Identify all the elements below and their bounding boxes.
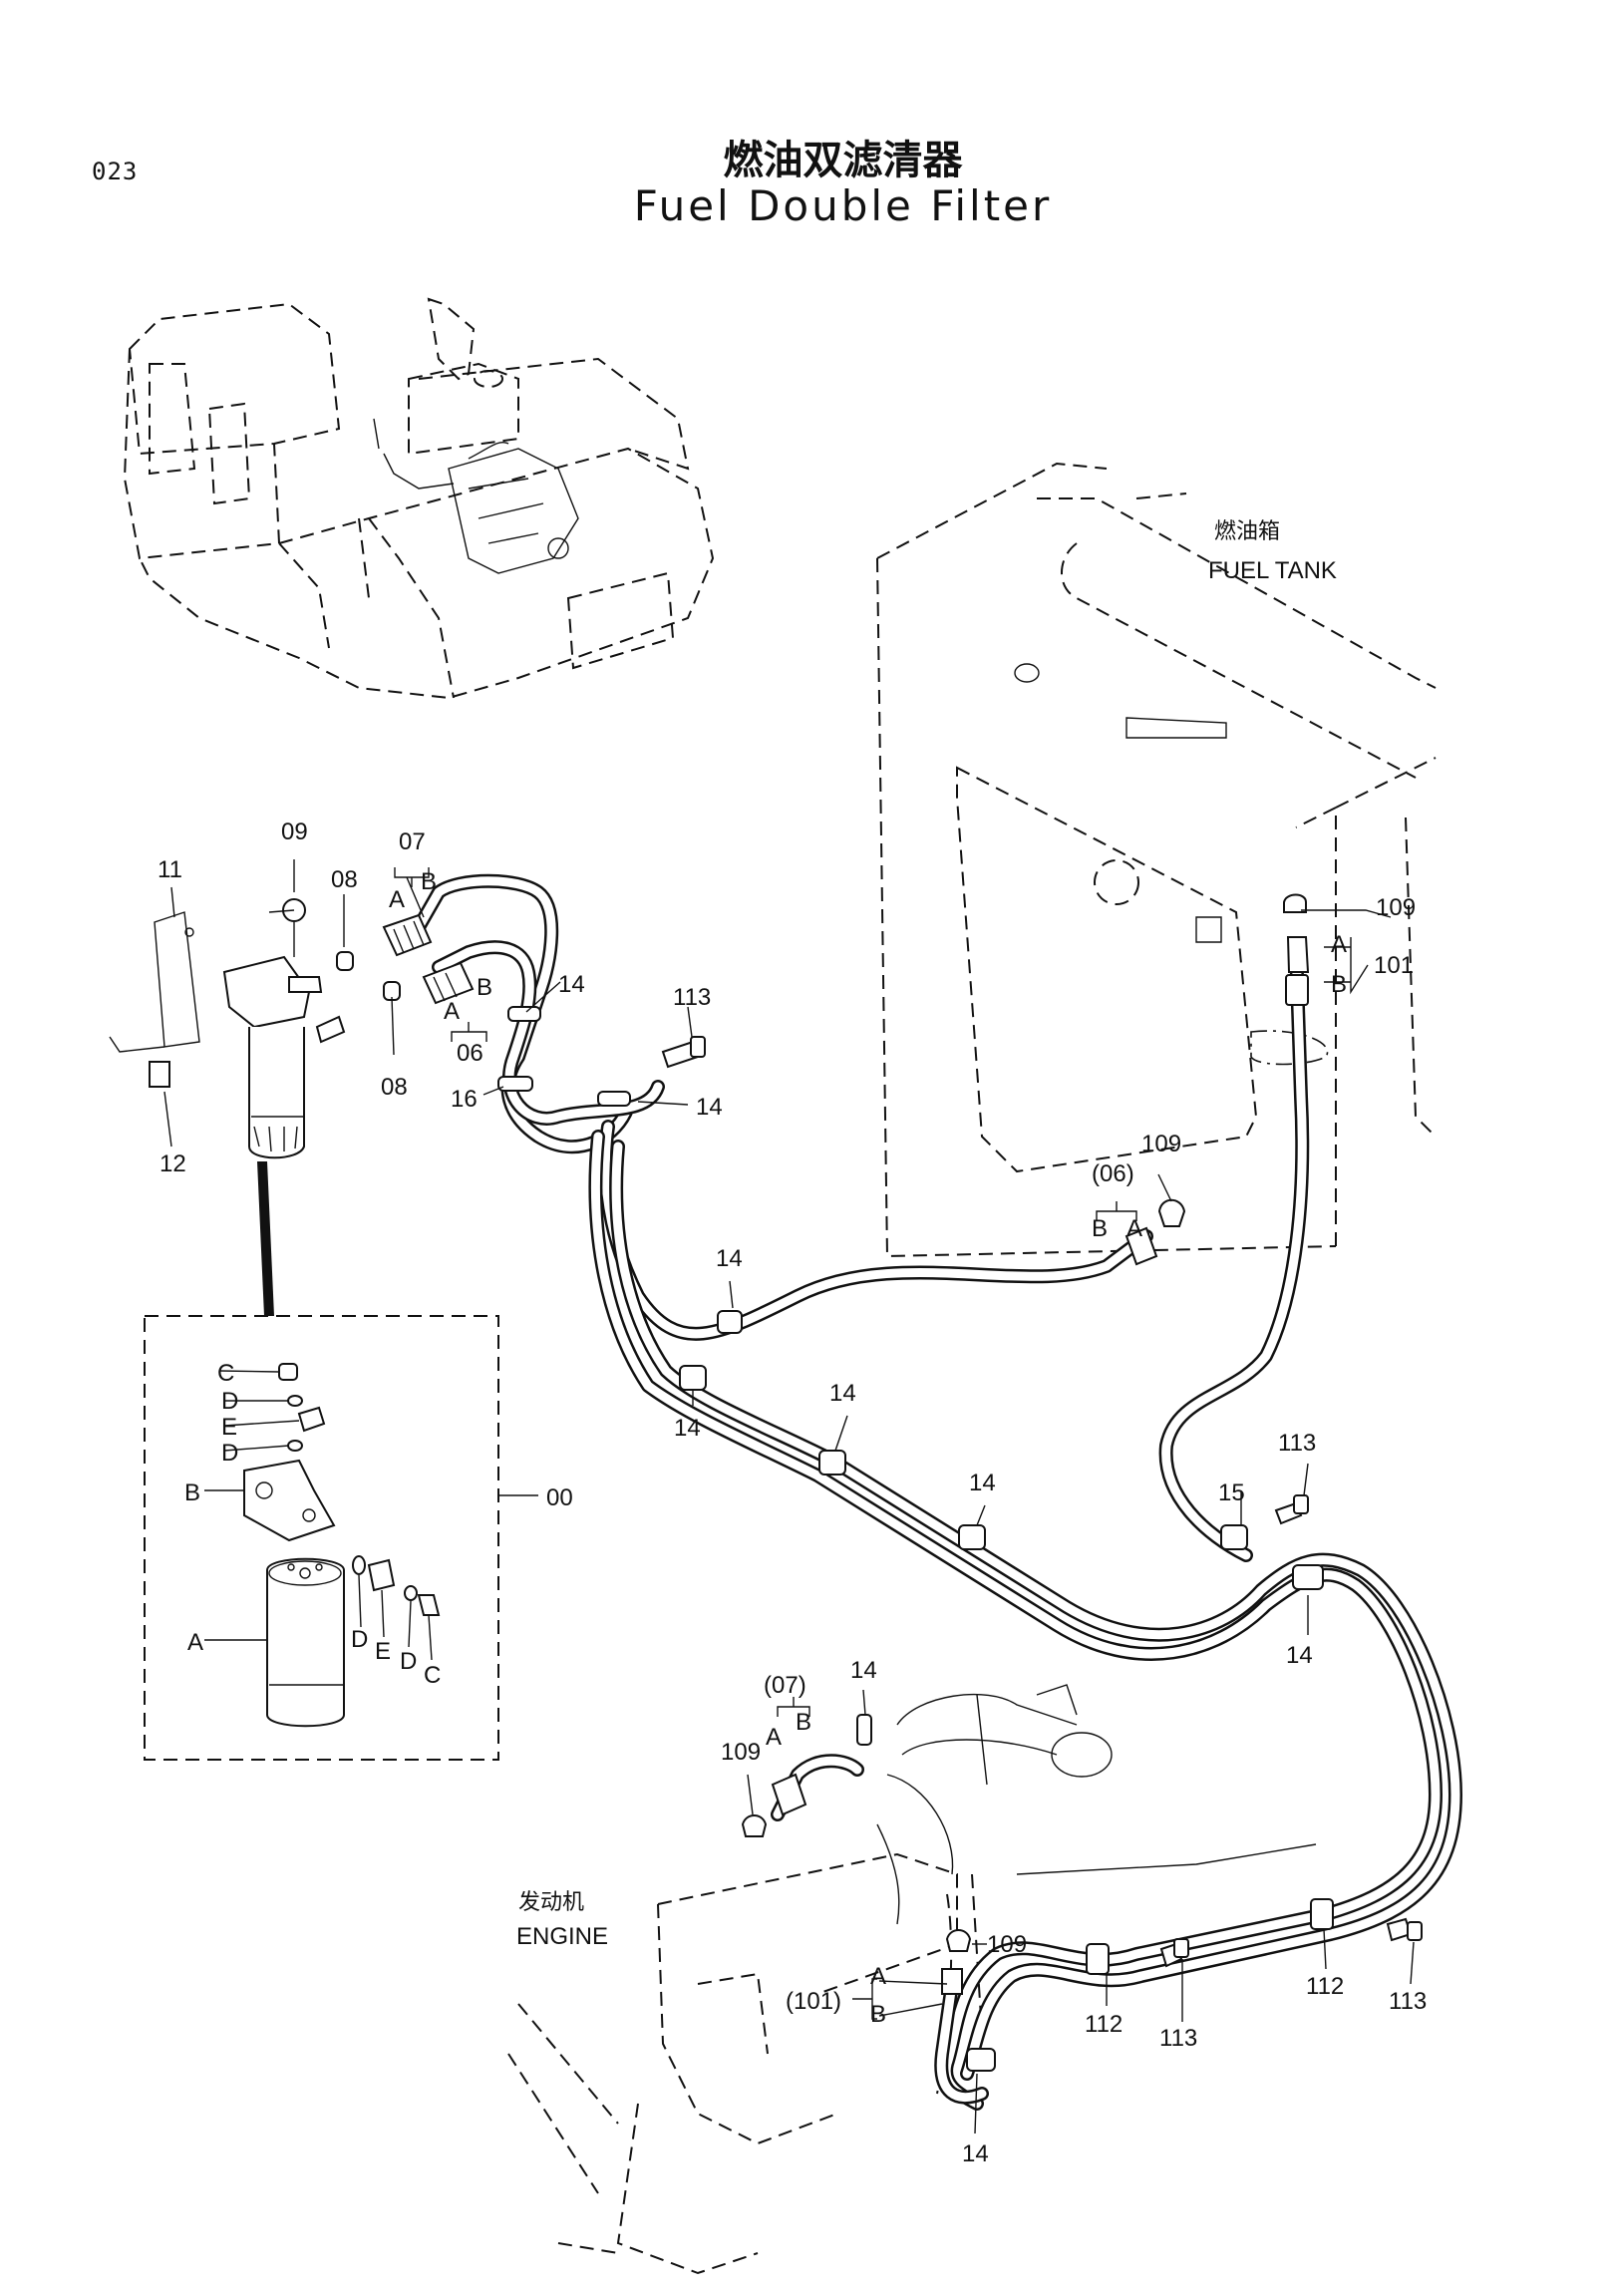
part-label: B: [796, 1709, 811, 1736]
part-number-labels: 09 07 A B 08 11 12 08 A B 06 14 113 16 1…: [158, 819, 1427, 2167]
part-label: 14: [696, 1094, 723, 1121]
part-label: 109: [1141, 1131, 1181, 1157]
part-label: 14: [674, 1415, 701, 1442]
filter-kit-box: [144, 1315, 538, 1761]
part-label: A: [1331, 931, 1347, 958]
part-label: 11: [158, 856, 182, 883]
kit-label: D: [400, 1648, 417, 1675]
part-label: 109: [721, 1739, 761, 1766]
title-english: Fuel Double Filter: [633, 181, 1053, 230]
kit-label: D: [221, 1388, 238, 1415]
part-label: B: [1092, 1215, 1108, 1242]
part-label: 14: [829, 1380, 856, 1407]
part-label: (07): [764, 1672, 806, 1699]
kit-label: C: [217, 1360, 234, 1387]
part-label: B: [477, 974, 492, 1001]
part-label: 112: [1085, 2011, 1123, 2038]
part-label: 113: [673, 984, 711, 1011]
part-label: A: [444, 998, 460, 1025]
part-label: 112: [1306, 1973, 1344, 2000]
fuel-tank-label-en: FUEL TANK: [1208, 557, 1337, 584]
part-label: A: [389, 886, 405, 913]
part-label: 109: [987, 1931, 1027, 1958]
kit-labels: 00 C D E D B A D E D C: [184, 1360, 573, 1689]
part-label: B: [421, 868, 437, 895]
fittings: [382, 893, 1423, 2072]
kit-label: A: [187, 1629, 203, 1656]
kit-label: B: [184, 1479, 200, 1506]
part-label: 06: [457, 1040, 483, 1067]
part-label: (06): [1092, 1160, 1134, 1187]
leader-lines: [163, 859, 1415, 2134]
kit-label: C: [424, 1662, 441, 1689]
callout-labels: 燃油箱 FUEL TANK 发动机 ENGINE: [516, 519, 1337, 1950]
engine-illustration: [507, 1684, 1317, 2275]
kit-label: D: [221, 1440, 238, 1467]
part-label: 08: [381, 1074, 408, 1101]
part-label: 113: [1278, 1430, 1316, 1457]
engine-label-en: ENGINE: [516, 1923, 608, 1950]
part-label: 15: [1218, 1479, 1245, 1506]
fuel-tank-label-cn: 燃油箱: [1214, 519, 1280, 544]
part-label: 101: [1374, 952, 1414, 979]
part-label: 09: [281, 819, 308, 845]
part-label: B: [1331, 971, 1347, 998]
part-label: A: [870, 1963, 886, 1990]
part-label: 16: [451, 1086, 478, 1113]
part-label: 14: [962, 2140, 989, 2167]
part-label: 14: [558, 971, 585, 998]
part-label: 07: [399, 828, 426, 855]
part-label: A: [1126, 1215, 1142, 1242]
kit-label: D: [351, 1626, 368, 1653]
excavator-overview-illustration: [123, 297, 715, 700]
part-label: 12: [160, 1150, 186, 1177]
part-label: 113: [1159, 2025, 1197, 2052]
part-label: 14: [969, 1470, 996, 1496]
part-label: 08: [331, 866, 358, 893]
part-label: B: [870, 2001, 886, 2028]
part-label: A: [766, 1724, 782, 1751]
part-label: 14: [1286, 1642, 1313, 1669]
kit-label: E: [221, 1414, 237, 1441]
part-label: (101): [786, 1988, 841, 2015]
part-label: 109: [1376, 894, 1416, 921]
filter-assembly-illustration: [109, 898, 401, 1316]
kit-label: 00: [546, 1484, 573, 1511]
part-label: 14: [850, 1657, 877, 1684]
page-number: 023: [92, 158, 139, 185]
part-label: 113: [1389, 1988, 1427, 2015]
title-chinese: 燃油双滤清器: [723, 138, 963, 183]
engine-label-cn: 发动机: [518, 1890, 584, 1915]
fuel-hoses: [412, 873, 1462, 2111]
part-label: 14: [716, 1245, 743, 1272]
kit-label: E: [375, 1638, 391, 1665]
fuel-tank-illustration: [876, 462, 1437, 1258]
